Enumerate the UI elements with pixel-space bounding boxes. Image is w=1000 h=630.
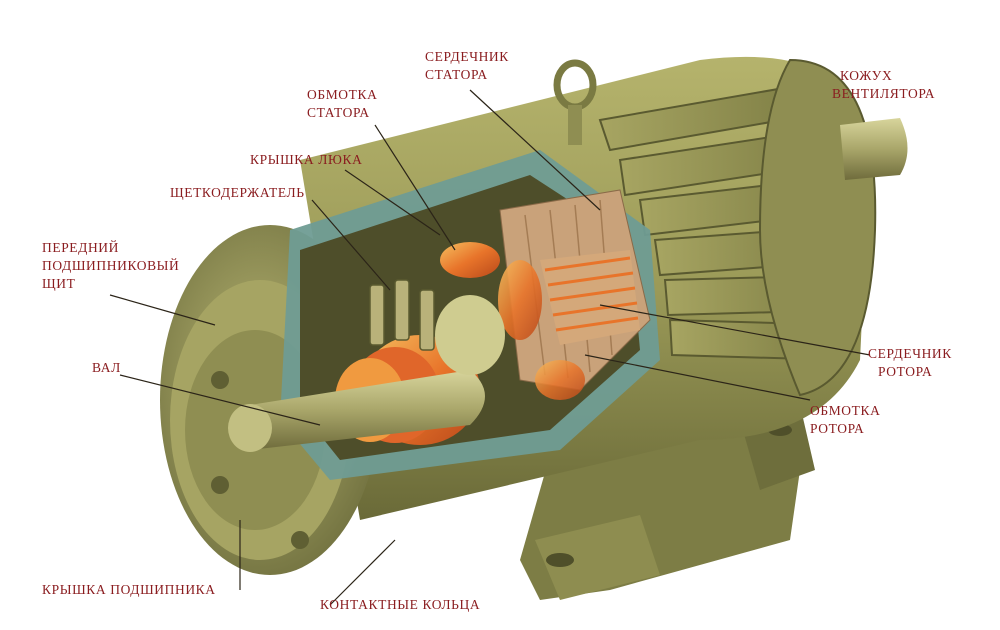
label-rotor-core: СЕРДЕЧНИК РОТОРА: [868, 346, 952, 379]
stator-winding: [440, 242, 585, 400]
label-bearing-cover: КРЫШКА ПОДШИПНИКА: [42, 582, 216, 597]
label-front-bearing-shield: ПЕРЕДНИЙ ПОДШИПНИКОВЫЙ ЩИТ: [42, 240, 180, 291]
label-fan-cover: КОЖУХ ВЕНТИЛЯТОРА: [832, 68, 936, 101]
label-stator-winding: ОБМОТКА СТАТОРА: [307, 87, 378, 120]
brush-holders: [369, 279, 435, 351]
label-slip-rings: КОНТАКТНЫЕ КОЛЬЦА: [320, 597, 481, 612]
shaft: [228, 295, 505, 452]
label-rotor-winding: ОБМОТКА РОТОРА: [810, 403, 881, 436]
lifting-eye: [553, 59, 597, 145]
label-stator-core: СЕРДЕЧНИК СТАТОРА: [425, 49, 509, 82]
output-shaft: [840, 118, 908, 180]
rotor-core: [540, 250, 640, 345]
label-brush-holder: ЩЕТКОДЕРЖАТЕЛЬ: [170, 185, 305, 200]
leader-lines: [109, 89, 871, 606]
label-hatch-cover: КРЫШКА ЛЮКА: [250, 152, 363, 167]
label-shaft: ВАЛ: [92, 360, 121, 375]
